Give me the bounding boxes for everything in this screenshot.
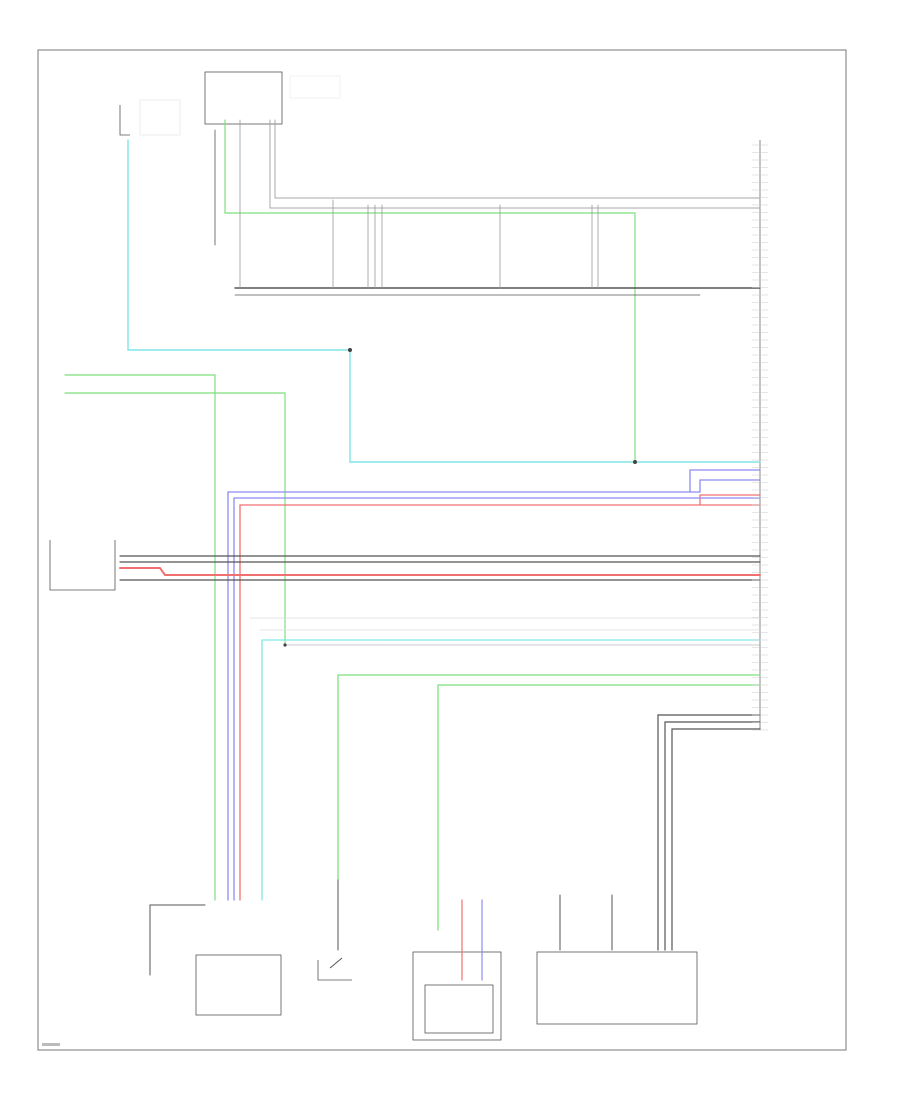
component-bottom-switch-mid	[317, 957, 352, 981]
wire-dark-right-1	[657, 714, 761, 951]
wire-green-top	[224, 119, 636, 463]
wire-red-1	[239, 504, 761, 901]
component-bottom-right-unit	[536, 951, 698, 1025]
wire-cyan-1	[127, 139, 351, 351]
wire-red-2	[699, 494, 761, 506]
splice-points	[283, 348, 637, 647]
wires	[64, 119, 761, 981]
wire-dark-right-3	[671, 728, 761, 951]
wire-gray-top-1	[274, 119, 761, 199]
wire-cyan-2	[349, 349, 761, 463]
right-connector-pins	[752, 144, 768, 731]
wire-blue-2	[689, 469, 761, 493]
wire-green-4	[437, 684, 761, 931]
diagram-frame	[37, 49, 847, 1051]
wire-cyan-3	[261, 639, 761, 901]
wire-red-mid	[119, 567, 761, 576]
wire-green-3	[337, 674, 761, 881]
component-bottom-sensor-assembly	[412, 951, 502, 1041]
wire-gray-top-2	[269, 119, 761, 209]
component-top-unit	[204, 71, 341, 125]
wire-blue-3	[233, 497, 761, 901]
component-left-module	[49, 540, 116, 591]
component-top-left-sensor	[119, 99, 181, 136]
wire-green-left-2	[64, 392, 286, 646]
footer-mark	[42, 1043, 60, 1046]
wire-dark-right-2	[664, 721, 761, 951]
component-bottom-switch-left	[195, 954, 282, 1016]
wire-green-left-1	[64, 374, 216, 901]
wire-blue-1	[227, 479, 761, 901]
